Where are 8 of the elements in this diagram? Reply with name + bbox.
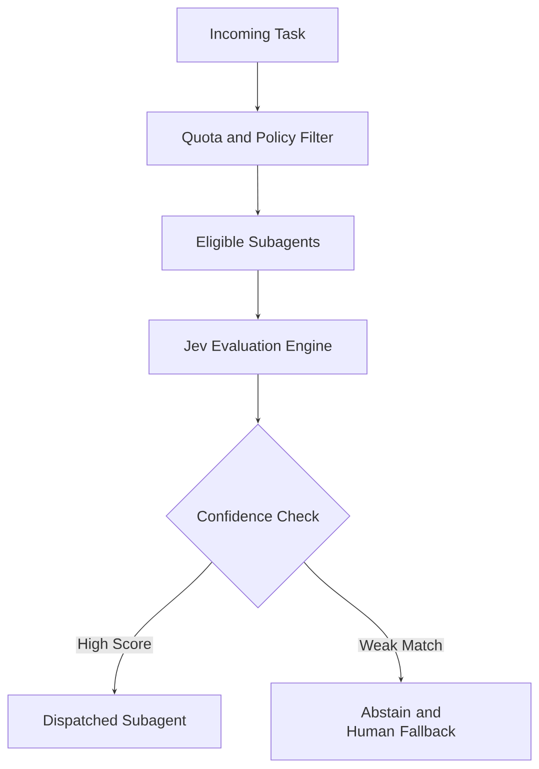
process-box: Incoming Task — [176, 8, 338, 62]
process-box: Abstain and Human Fallback — [270, 682, 532, 760]
process-box: Jev Evaluation Engine — [148, 320, 368, 374]
process-box: Eligible Subagents — [162, 216, 354, 270]
process-box: Dispatched Subagent — [8, 694, 222, 748]
edge-label: High Score — [76, 636, 154, 654]
edge-label: Weak Match — [358, 638, 444, 652]
process-box: Quota and Policy Filter — [146, 112, 368, 166]
